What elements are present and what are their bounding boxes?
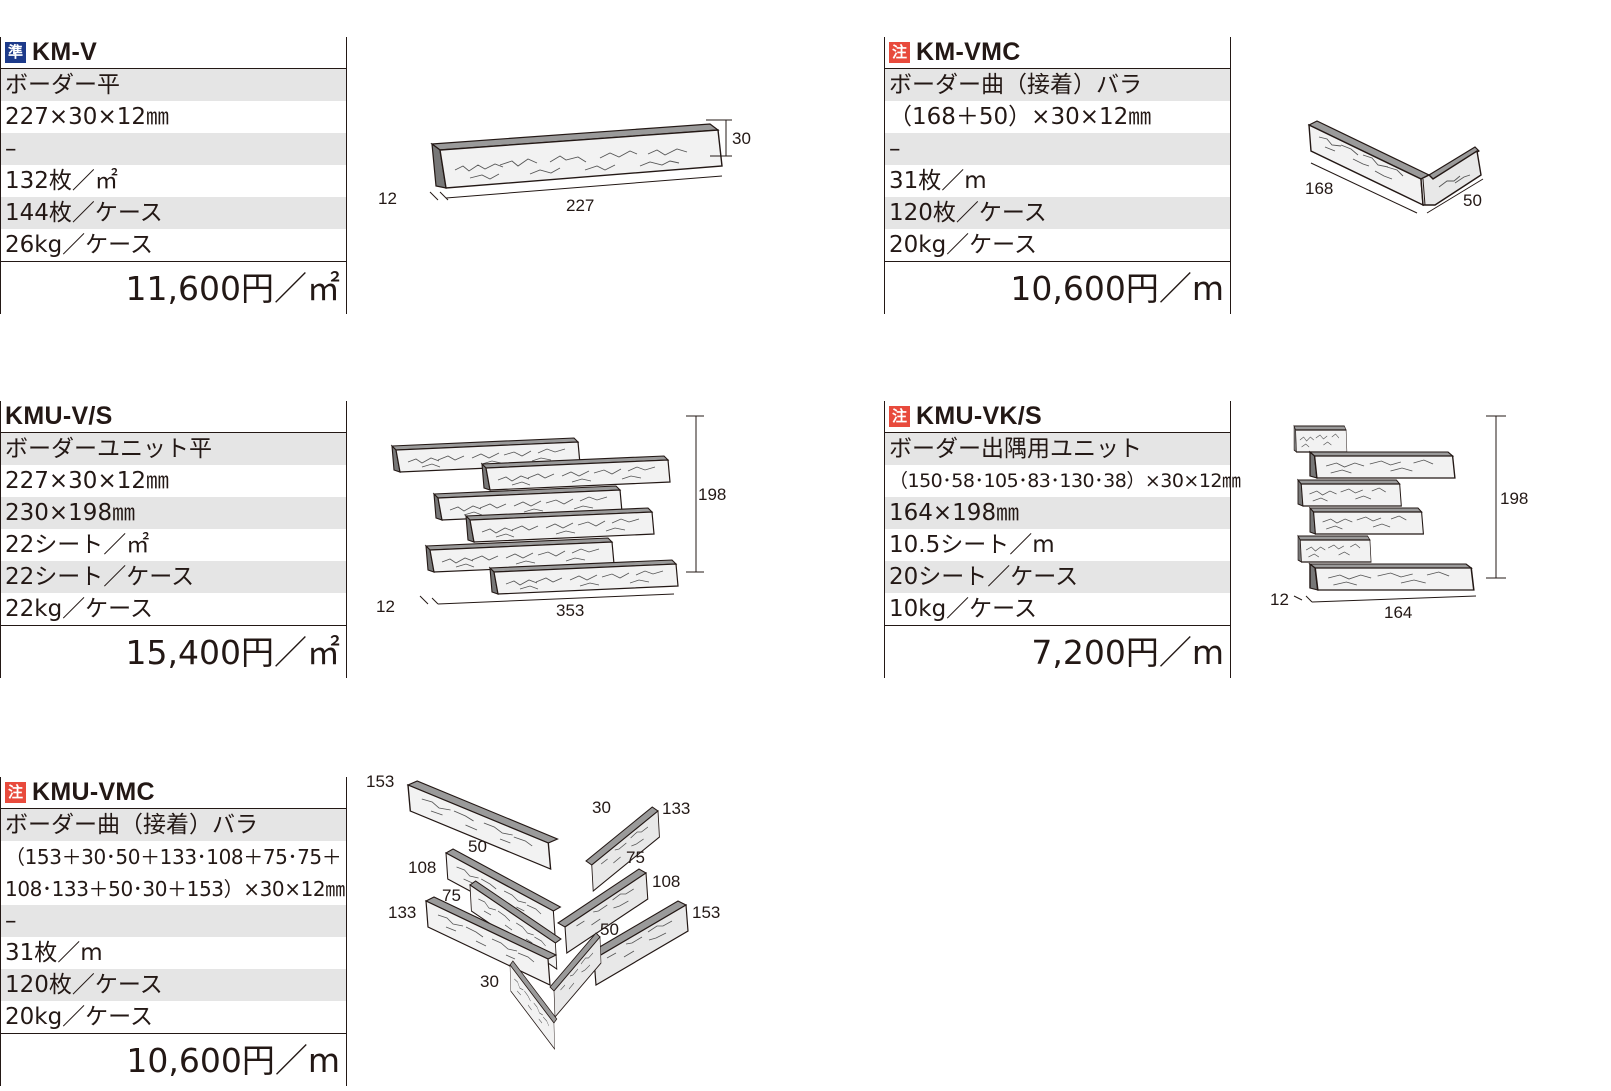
spec-name: ボーダーユニット平 [1, 433, 346, 465]
spec-weight: 22kg／ケース [5, 596, 154, 622]
dimension-lines [419, 415, 704, 605]
product-header: 準 KM-V [1, 37, 346, 69]
spec-per-case: 120枚／ケース [885, 197, 1230, 229]
spec-sheet-size: – [1, 133, 346, 165]
spec-weight: 26kg／ケース [5, 232, 154, 258]
dim-label-153-right: 153 [692, 903, 720, 922]
spec-size: （150･58･105･83･130･38）×30×12㎜ [889, 470, 1241, 492]
dim-label-50-upper: 50 [468, 837, 487, 856]
spec-weight: 20kg／ケース [889, 232, 1038, 258]
corner-unit-drawing [1293, 425, 1475, 591]
dim-height-label: 30 [732, 129, 751, 148]
product-header: 注 KMU-VK/S [885, 401, 1230, 433]
spec-sheet-size: 164×198㎜ [885, 497, 1230, 529]
spec-sheet-size: 230×198㎜ [1, 497, 346, 529]
dim-length-label: 227 [566, 196, 594, 215]
dim-height-label: 198 [698, 485, 726, 504]
border-tile-drawing [430, 123, 723, 189]
standard-badge-icon: 準 [5, 42, 26, 63]
spec-name: ボーダー曲（接着）バラ [1, 809, 346, 841]
dimension-lines [1310, 162, 1484, 214]
product-header: 注 KM-VMC [885, 37, 1230, 69]
tile-figure-km-vmc: 168 50 [1305, 120, 1484, 214]
spec-weight: 10kg／ケース [889, 596, 1038, 622]
dim-thickness-label: 12 [1270, 590, 1289, 609]
spec-name: ボーダー曲（接着）バラ [885, 69, 1230, 101]
spec-per-area: 22シート／㎡ [5, 532, 150, 558]
spec-per-length: 31枚／m [5, 940, 103, 966]
product-price: 15,400円／㎡ [1, 625, 346, 678]
spec-per-area: 132枚／㎡ [5, 168, 118, 194]
order-badge-icon: 注 [889, 42, 910, 63]
dim-label-153-top: 153 [366, 772, 394, 791]
dim-label-30-top: 30 [592, 798, 611, 817]
tile-figure-km-v: 30 12 227 [378, 119, 751, 215]
corner-set-drawing [407, 780, 689, 1050]
product-header: KMU-V/S [1, 401, 346, 433]
spec-size-line1: （153＋30･50＋133･108＋75･75＋ [5, 845, 342, 869]
product-card-kmu-vk-s: 注 KMU-VK/S ボーダー出隅用ユニット （150･58･105･83･13… [884, 401, 1241, 678]
spec-per-case: 22シート／ケース [1, 561, 346, 593]
spec-per-case: 144枚／ケース [1, 197, 346, 229]
spec-size-line2: 108･133＋50･30＋153）×30×12㎜ [5, 877, 345, 901]
dimension-lines [429, 119, 732, 201]
tile-figure-kmu-v-s: 198 12 353 [376, 415, 726, 620]
spec-weight: 20kg／ケース [5, 1004, 154, 1030]
spec-sheet-size: – [885, 133, 1230, 165]
product-code: KMU-V/S [5, 402, 113, 430]
dim-return-label: 50 [1463, 191, 1482, 210]
dim-label-50-lower: 50 [600, 920, 619, 939]
dim-label-133-left: 133 [388, 903, 416, 922]
product-price: 7,200円／m [885, 625, 1230, 678]
product-code: KM-VMC [916, 38, 1021, 66]
spec-size: （168＋50）×30×12㎜ [889, 104, 1152, 130]
product-header: 注 KMU-VMC [1, 777, 346, 809]
spec-size: 227×30×12㎜ [5, 104, 169, 130]
spec-sheet-size: – [1, 905, 346, 937]
tile-figure-kmu-vmc: 153 30 133 50 75 108 108 75 133 50 153 3… [366, 772, 720, 1050]
product-code: KMU-VMC [32, 778, 155, 806]
dim-label-133-top: 133 [662, 799, 690, 818]
spec-per-length: 10.5シート／m [889, 532, 1055, 558]
unit-tile-drawing [391, 437, 679, 595]
dim-width-label: 353 [556, 601, 584, 620]
dim-label-108-left: 108 [408, 858, 436, 877]
product-code: KMU-VK/S [916, 402, 1043, 430]
dim-label-75-lower: 75 [442, 886, 461, 905]
spec-per-length: 31枚／m [889, 168, 987, 194]
spec-per-case: 20シート／ケース [885, 561, 1230, 593]
dim-length-label: 168 [1305, 179, 1333, 198]
dim-thickness-label: 12 [376, 597, 395, 616]
order-badge-icon: 注 [889, 406, 910, 427]
product-code: KM-V [32, 38, 98, 66]
product-card-kmu-vmc: 注 KMU-VMC ボーダー曲（接着）バラ （153＋30･50＋133･108… [0, 777, 347, 1086]
dim-label-30-bottom: 30 [480, 972, 499, 991]
dim-height-label: 198 [1500, 489, 1528, 508]
order-badge-icon: 注 [5, 782, 26, 803]
spec-per-case: 120枚／ケース [1, 969, 346, 1001]
product-card-km-vmc: 注 KM-VMC ボーダー曲（接着）バラ （168＋50）×30×12㎜ – 3… [884, 37, 1231, 314]
corner-tile-drawing [1307, 120, 1482, 207]
spec-size: 227×30×12㎜ [5, 468, 169, 494]
product-price: 11,600円／㎡ [1, 261, 346, 314]
product-card-km-v: 準 KM-V ボーダー平 227×30×12㎜ – 132枚／㎡ 144枚／ケー… [0, 37, 347, 314]
dim-width-label: 164 [1384, 603, 1412, 622]
dim-label-75-upper: 75 [626, 848, 645, 867]
tile-figure-kmu-vk-s: 198 12 164 [1270, 415, 1528, 622]
dim-thickness-label: 12 [378, 189, 397, 208]
dim-label-108-right: 108 [652, 872, 680, 891]
product-price: 10,600円／m [1, 1033, 346, 1086]
dimension-lines [1293, 415, 1506, 603]
spec-name: ボーダー平 [1, 69, 346, 101]
product-price: 10,600円／m [885, 261, 1230, 314]
spec-name: ボーダー出隅用ユニット [885, 433, 1230, 465]
product-card-kmu-v-s: KMU-V/S ボーダーユニット平 227×30×12㎜ 230×198㎜ 22… [0, 401, 347, 678]
